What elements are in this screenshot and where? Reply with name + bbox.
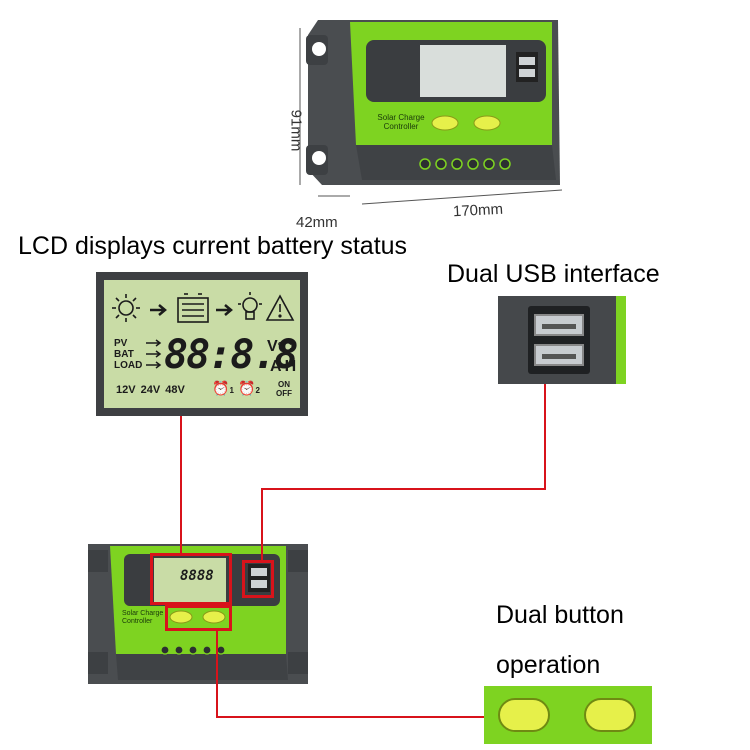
lcd-on-off: ON OFF	[276, 380, 292, 398]
lcd-unit-row2: AH	[270, 358, 299, 376]
lcd-icon-row	[112, 292, 295, 323]
bottom-mini-digits: 8888	[180, 568, 214, 584]
lcd-source-arrows	[146, 339, 162, 369]
bottom-product-image: 8888 Solar Charge Controller	[88, 540, 308, 692]
top-product-label: Solar Charge Controller	[372, 113, 430, 131]
top-product-image: Solar Charge Controller 91mm 42mm 170mm	[287, 0, 580, 240]
button-closeup-right	[584, 698, 636, 732]
lcd-highlight-box	[150, 553, 232, 605]
lcd-unit-row1: V°C	[267, 338, 292, 356]
lcd-closeup: PV BAT LOAD 88:8.8 V°C AH 12V 24V 48V ⏰1…	[96, 272, 308, 416]
usb-callout-title: Dual USB interface	[447, 260, 660, 288]
usb-green-edge	[616, 296, 626, 384]
bottom-label-line2: Controller	[122, 618, 153, 625]
usb-port-1	[534, 314, 584, 336]
usb-connector-vertical-2	[261, 488, 263, 561]
usb-port-housing	[528, 306, 590, 374]
bottom-label-line1: Solar Charge	[122, 610, 164, 617]
usb-highlight-box	[242, 560, 274, 598]
lcd-unit-c: °C	[277, 339, 293, 354]
dimension-depth: 42mm	[296, 214, 338, 231]
bottom-controller-drawing	[88, 544, 308, 684]
lcd-pv-label: PV	[114, 338, 128, 349]
lcd-on-label: ON	[278, 380, 290, 389]
usb-port-2	[534, 344, 584, 366]
bulb-icon	[238, 292, 262, 320]
top-label-line1: Solar Charge	[377, 113, 425, 122]
top-label-line2: Controller	[383, 122, 419, 131]
sun-icon	[112, 294, 140, 322]
timer2-icon: ⏰2	[238, 380, 260, 396]
button-connector-vertical	[216, 630, 218, 718]
lcd-load-label: LOAD	[114, 360, 143, 371]
dimension-height: 91mm	[287, 109, 305, 152]
lcd-unit-h: H	[284, 358, 300, 375]
timer1-icon: ⏰1	[212, 380, 234, 396]
button-closeup-left	[498, 698, 550, 732]
button-title-line1: Dual button	[496, 601, 624, 629]
usb-connector-horizontal	[261, 488, 546, 490]
lcd-screen: PV BAT LOAD 88:8.8 V°C AH 12V 24V 48V ⏰1…	[104, 280, 300, 408]
lcd-source-labels: PV BAT LOAD	[114, 338, 142, 371]
button-callout-title: Dual button operation	[496, 590, 624, 690]
lcd-callout-title: LCD displays current battery status	[18, 232, 408, 260]
button-closeup	[484, 686, 652, 744]
lcd-unit-v: V	[267, 338, 278, 355]
lcd-unit-a: A	[270, 358, 285, 375]
lcd-connector-line	[180, 416, 182, 554]
warning-icon	[265, 294, 295, 321]
bottom-product-label: Solar Charge Controller	[122, 610, 170, 626]
lcd-voltage-row: 12V 24V 48V	[116, 384, 185, 396]
timer1-label: 1	[229, 386, 234, 395]
lcd-off-label: OFF	[276, 389, 292, 398]
dimension-width: 170mm	[452, 200, 504, 221]
lcd-bat-label: BAT	[114, 349, 134, 360]
lcd-digits: 88:8.8	[164, 332, 298, 378]
usb-closeup	[498, 296, 626, 384]
button-title-line2: operation	[496, 651, 601, 679]
timer2-label: 2	[255, 386, 260, 395]
usb-connector-vertical-1	[544, 384, 546, 490]
button-highlight-box	[165, 605, 232, 631]
lcd-24v: 24V	[140, 384, 161, 396]
button-connector-horizontal	[216, 716, 486, 718]
lcd-48v: 48V	[165, 384, 185, 396]
top-controller-drawing	[299, 20, 563, 205]
battery-icon	[177, 293, 209, 323]
lcd-12v: 12V	[116, 384, 136, 396]
